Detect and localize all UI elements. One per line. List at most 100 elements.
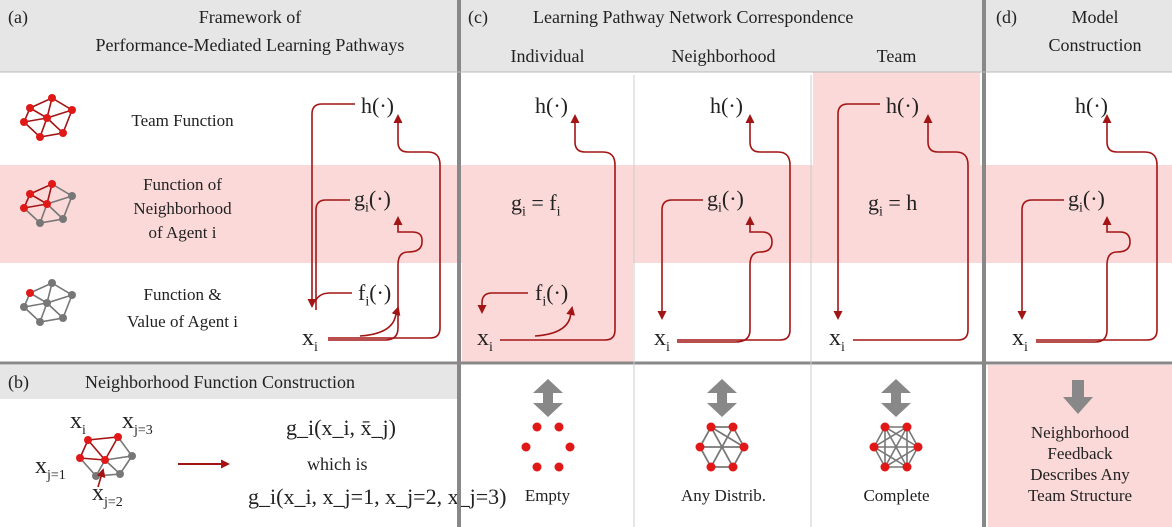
- panel-d-x-label: xi: [1012, 325, 1028, 361]
- down-arrow-panel-d: [1063, 380, 1093, 414]
- panel-a-g-label: gi(·): [354, 186, 391, 221]
- row-label-agent-function: Function & Value of Agent i: [100, 284, 265, 332]
- double-arrow-team: [881, 379, 911, 417]
- panel-d-bottom-line4: Team Structure: [1027, 486, 1133, 505]
- team-x-label: xi: [829, 325, 845, 361]
- panel-b-which-is: which is: [307, 454, 368, 474]
- xi-symbol: x: [70, 408, 82, 434]
- panel-d-h-label: h(·): [1075, 93, 1108, 118]
- neighborhood-pathways: [657, 114, 791, 343]
- row-label-team-function: Team Function: [100, 110, 265, 131]
- column-header-neighborhood: Neighborhood: [671, 46, 776, 66]
- g-sub: i: [365, 200, 369, 216]
- team-h-label: h(·): [886, 93, 919, 118]
- eq-g-sub: i: [879, 204, 883, 220]
- x-symbol: x: [302, 325, 314, 351]
- neighborhood-x-label: xi: [654, 325, 670, 361]
- label-empty: Empty: [524, 486, 571, 505]
- panel-b-xj3-label: xj=3: [122, 408, 153, 444]
- panel-a-h-label: h(·): [361, 93, 394, 118]
- individual-h-label: h(·): [535, 93, 568, 118]
- panel-a-pathways: [307, 103, 441, 341]
- individual-f-label: fi(·): [535, 280, 568, 315]
- f-call: (·): [369, 280, 392, 305]
- xj3-sub: j=3: [134, 422, 153, 438]
- row-label-neighborhood-function: Function of Neighborhood of Agent i: [100, 174, 265, 243]
- row-label-team-function-line: Team Function: [131, 111, 234, 130]
- panel-a-tag: (a): [8, 7, 28, 27]
- panel-b-xi-label: xi: [70, 408, 86, 444]
- x-symbol: x: [1012, 325, 1024, 351]
- panel-a-title-line2: Performance-Mediated Learning Pathways: [95, 35, 405, 55]
- panel-b-xj1-label: xj=1: [35, 453, 66, 489]
- xj2-sub: j=2: [104, 494, 123, 510]
- x-sub: i: [841, 339, 845, 355]
- panel-c-tag: (c): [468, 7, 488, 27]
- panel-d-tag: (d): [996, 7, 1017, 27]
- panel-c-title: Learning Pathway Network Correspondence: [533, 7, 854, 27]
- panel-d-bottom-line1: Neighborhood: [1030, 423, 1130, 442]
- team-pathways: [833, 103, 969, 341]
- panel-a-f-label: fi(·): [358, 280, 391, 315]
- eq-g: g: [868, 190, 879, 215]
- any-distrib-network: [698, 426, 746, 468]
- f-symbol: f: [358, 280, 366, 305]
- panel-a-x-label: xi: [302, 325, 318, 361]
- eq-f-sub: i: [556, 204, 561, 220]
- f-call: (·): [546, 280, 569, 305]
- column-header-team: Team: [876, 46, 917, 66]
- row-label-agent-line2: Value of Agent i: [127, 312, 238, 331]
- individual-x-label: xi: [477, 325, 493, 361]
- panel-d-title: Model Construction: [1020, 6, 1170, 56]
- panel-d-bottom-line3: Describes Any: [1030, 465, 1130, 484]
- label-complete: Complete: [863, 486, 930, 505]
- panel-b-title: Neighborhood Function Construction: [85, 372, 355, 392]
- neighborhood-network-nodes: [20, 180, 76, 227]
- panel-b-header-band: [0, 365, 458, 399]
- eq-h: = h: [888, 190, 918, 215]
- agent-network-nodes: [20, 279, 76, 326]
- panel-b-tag: (b): [8, 372, 29, 392]
- panel-b-formula-line3: g_i(x_i, x_j=1, x_j=2, x_j=3): [248, 484, 507, 509]
- x-symbol: x: [654, 325, 666, 351]
- panel-d-g-label: gi(·): [1068, 186, 1105, 221]
- row-label-agent-line1: Function &: [143, 285, 222, 304]
- panel-b-xj2-label: xj=2: [92, 480, 123, 516]
- g-call: (·): [721, 186, 744, 211]
- g-symbol: g: [707, 186, 718, 211]
- individual-column-highlight: [462, 165, 633, 362]
- eq-g-sub: i: [522, 204, 526, 220]
- label-any-distrib: Any Distrib.: [681, 486, 766, 505]
- team-equation: gi = h: [868, 190, 917, 225]
- complete-nodes: [869, 422, 923, 472]
- panel-d-bottom-line2: Feedback: [1047, 444, 1113, 463]
- g-sub: i: [1079, 200, 1083, 216]
- f-sub: i: [365, 294, 370, 310]
- x-sub: i: [489, 339, 493, 355]
- row-label-nb-line3: of Agent i: [148, 223, 217, 242]
- g-call: (·): [368, 186, 391, 211]
- neighborhood-g-label: gi(·): [707, 186, 744, 221]
- xi-sub: i: [82, 422, 86, 438]
- x-sub: i: [314, 339, 318, 355]
- panel-d-title-line2: Construction: [1048, 35, 1142, 55]
- double-arrow-individual: [533, 379, 563, 417]
- g-symbol: g: [1068, 186, 1079, 211]
- individual-equation: gi = fi: [511, 190, 561, 225]
- xj1-symbol: x: [35, 453, 47, 479]
- g-sub: i: [718, 200, 722, 216]
- column-header-individual: Individual: [510, 46, 585, 66]
- double-arrow-neighborhood: [707, 379, 737, 417]
- row-label-nb-line1: Function of: [143, 175, 222, 194]
- individual-pathways: [477, 114, 616, 341]
- x-sub: i: [1024, 339, 1028, 355]
- x-sub: i: [666, 339, 670, 355]
- complete-network: [873, 426, 919, 468]
- f-sub: i: [542, 294, 547, 310]
- panel-b-formula-line1: g_i(x_i, x̄_j): [286, 415, 396, 440]
- empty-network: [521, 422, 575, 472]
- header-band: [0, 0, 1172, 72]
- any-distrib-nodes: [695, 422, 749, 472]
